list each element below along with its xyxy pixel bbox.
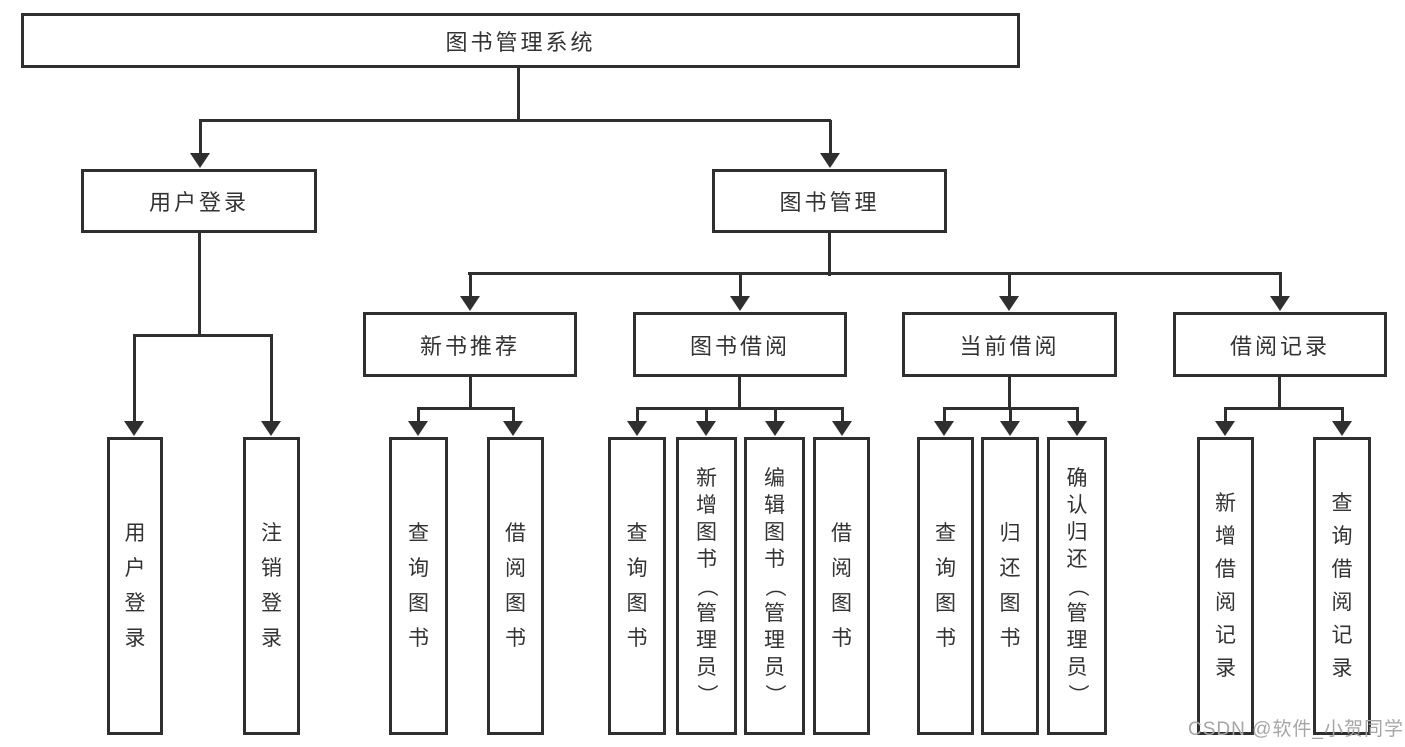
leaf-add-borrow-record: 新增借阅记录 xyxy=(1197,437,1254,735)
box-new-book-recommend: 新书推荐 xyxy=(363,312,577,377)
box-user-login: 用户登录 xyxy=(81,169,317,233)
arrow-to-leaf-query-book-2 xyxy=(627,409,647,436)
connector-book-management-drop xyxy=(828,231,831,276)
connector-level1-horizontal xyxy=(199,119,831,122)
leaf-return-book: 归还图书 xyxy=(981,437,1039,735)
arrow-to-leaf-borrow-book-1 xyxy=(503,409,523,436)
arrow-to-book-management xyxy=(820,120,840,168)
connector-root-trunk xyxy=(517,66,520,122)
leaf-query-book-3: 查询图书 xyxy=(917,437,974,735)
arrow-to-leaf-confirm-return xyxy=(1067,409,1087,436)
leaf-query-borrow-record: 查询借阅记录 xyxy=(1313,437,1371,735)
leaf-borrow-book-2: 借阅图书 xyxy=(813,437,870,735)
arrow-to-leaf-query-book-1 xyxy=(408,409,428,436)
connector-new-book-drop xyxy=(469,375,472,410)
arrow-to-leaf-query-book-3 xyxy=(934,409,954,436)
leaf-add-book-admin: 新增图书（管理员） xyxy=(676,437,737,735)
connector-current-borrow-split xyxy=(943,407,1079,410)
leaf-query-book-1: 查询图书 xyxy=(389,437,448,735)
box-book-management: 图书管理 xyxy=(712,169,947,233)
box-current-borrow: 当前借阅 xyxy=(902,312,1117,377)
connector-current-borrow-drop xyxy=(1008,375,1011,410)
arrow-to-leaf-add-book xyxy=(696,409,716,436)
arrow-to-leaf-return-book xyxy=(1000,409,1020,436)
box-library-management-system: 图书管理系统 xyxy=(21,13,1020,68)
connector-borrow-record-split xyxy=(1224,407,1344,410)
arrow-to-leaf-user-login xyxy=(124,336,144,436)
arrow-to-current-borrow xyxy=(999,274,1019,311)
csdn-watermark: CSDN @软件_小贺同学 xyxy=(1188,719,1404,740)
arrow-to-new-book xyxy=(460,274,480,311)
arrow-to-borrow-record xyxy=(1270,274,1290,311)
leaf-query-book-2: 查询图书 xyxy=(608,437,666,735)
arrow-to-leaf-borrow-book-2 xyxy=(832,409,852,436)
connector-new-book-split xyxy=(417,407,515,410)
arrow-to-leaf-logout xyxy=(261,336,281,436)
box-book-borrow: 图书借阅 xyxy=(633,312,847,377)
leaf-user-login: 用户登录 xyxy=(107,437,163,735)
connector-book-borrow-drop xyxy=(738,375,741,410)
arrow-to-leaf-query-record xyxy=(1332,409,1352,436)
arrow-to-leaf-edit-book xyxy=(765,409,785,436)
box-borrow-record: 借阅记录 xyxy=(1173,312,1387,377)
arrow-to-book-borrow xyxy=(730,274,750,311)
connector-user-login-split xyxy=(133,334,273,337)
connector-borrow-record-drop xyxy=(1278,375,1281,410)
leaf-confirm-return-admin: 确认归还（管理员） xyxy=(1047,437,1107,735)
leaf-edit-book-admin: 编辑图书（管理员） xyxy=(744,437,805,735)
connector-book-borrow-split xyxy=(636,407,844,410)
leaf-borrow-book-1: 借阅图书 xyxy=(487,437,544,735)
connector-level2-horizontal xyxy=(468,272,1282,275)
connector-user-login-drop xyxy=(198,231,201,337)
leaf-logout: 注销登录 xyxy=(243,437,300,735)
arrow-to-leaf-add-record xyxy=(1215,409,1235,436)
arrow-to-user-login xyxy=(190,120,210,168)
